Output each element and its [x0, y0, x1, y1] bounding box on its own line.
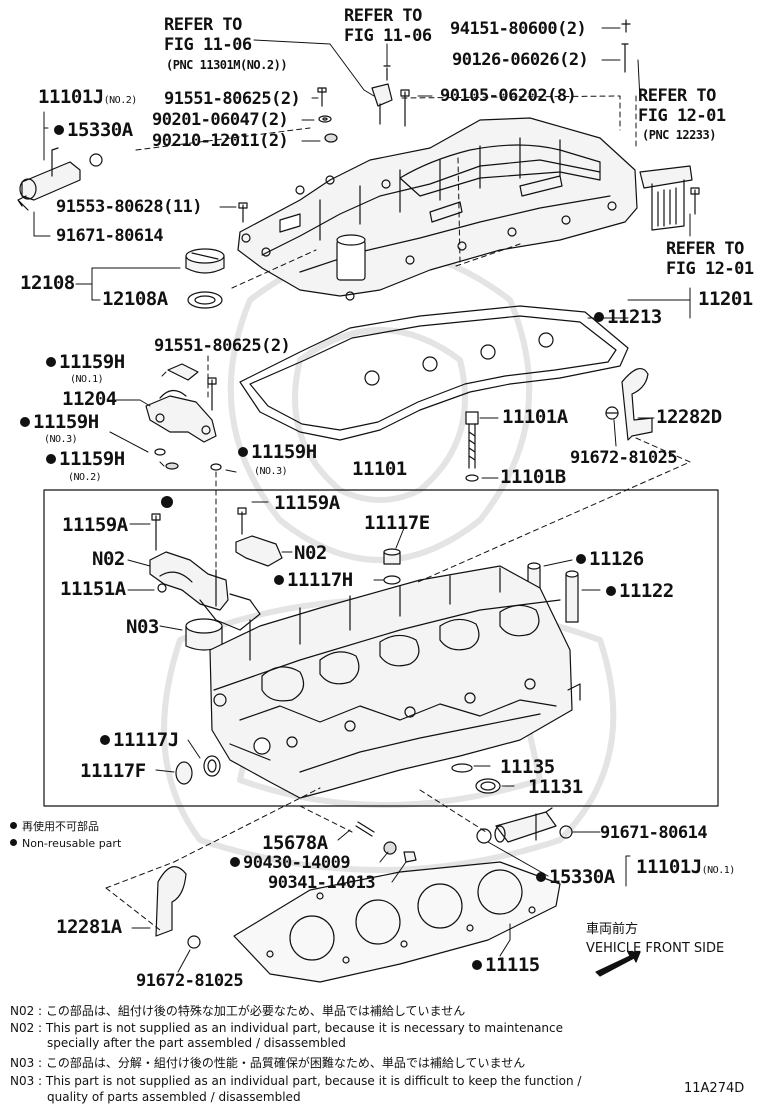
label-11151a: 11151A: [60, 578, 126, 600]
label-90126-06026: 90126-06026(2): [452, 50, 589, 70]
label-91671-80614-bottom: 91671-80614: [600, 823, 708, 843]
label-11126: 11126: [576, 550, 644, 569]
label-11135: 11135: [500, 756, 555, 778]
label-90201-06047: 90201-06047(2): [152, 110, 289, 130]
label-91551-80625-top: 91551-80625(2): [164, 89, 301, 109]
label-n03: N03: [126, 616, 159, 638]
legend-nonreusable-jp: 再使用不可部品: [10, 820, 99, 833]
ref-fig-11-06-line2-mid: FIG 11-06: [344, 26, 432, 46]
label-11159a-left: 11159A: [62, 514, 128, 536]
head-gasket: [233, 861, 561, 983]
label-12108a: 12108A: [102, 288, 168, 310]
cylinder-head-group-box: [43, 489, 719, 807]
vehicle-front-en: VEHICLE FRONT SIDE: [586, 941, 725, 956]
label-90105-06202: 90105-06202(8): [440, 86, 577, 106]
label-11131: 11131: [528, 776, 583, 798]
label-15678a: 15678A: [262, 832, 328, 854]
dashed-reference-lines: [105, 95, 691, 931]
note-n03-jp: N03 : この部品は、分解・組付け後の性能・品質確保が困難なため、単品では補給…: [10, 1056, 526, 1070]
label-11159h-no2-sub: (NO.2): [68, 472, 102, 483]
ref-fig-12-01-line2-a: FIG 12-01: [638, 106, 726, 126]
legend-nonreusable-en: Non-reusable part: [10, 837, 121, 850]
label-n02-left: N02: [92, 548, 125, 570]
label-11159h-no3b-sub: (NO.3): [254, 466, 288, 477]
label-11213: 11213: [594, 308, 662, 327]
ref-fig-12-01-line2-b: FIG 12-01: [666, 259, 754, 279]
label-94151-80600: 94151-80600(2): [450, 19, 587, 39]
note-n03-en-line2: quality of parts assembled / disassemble…: [47, 1090, 301, 1104]
ref-fig-11-06-line1-left: REFER TO: [164, 15, 242, 35]
label-91672-81025-top: 91672-81025: [570, 448, 678, 468]
ref-fig-11-06-line2-left: FIG 11-06: [164, 35, 252, 55]
note-n02-jp: N02 : この部品は、組付け後の特殊な加工が必要なため、単品では補給していませ…: [10, 1004, 466, 1018]
label-11122: 11122: [606, 582, 674, 601]
oil-filler-cap: [185, 248, 225, 309]
head-plug: [383, 548, 401, 641]
label-11159h-no3a: 11159H: [20, 413, 99, 432]
leader-lines: [33, 27, 691, 973]
label-91551-80625-mid: 91551-80625(2): [154, 336, 291, 356]
label-91553-80628: 91553-80628(11): [56, 197, 203, 217]
label-12281a: 12281A: [56, 916, 122, 938]
nonreusable-marker: [161, 494, 173, 512]
label-11159h-no3b: 11159H: [238, 443, 317, 462]
label-11101a: 11101A: [502, 406, 568, 428]
label-91671-80614-top: 91671-80614: [56, 226, 164, 246]
label-11101j-no1: 11101J(NO.1): [636, 856, 735, 878]
note-n03-en-line1: N03 : This part is not supplied as an in…: [10, 1074, 582, 1088]
label-90210-12011: 90210-12011(2): [152, 131, 289, 151]
camshaft-housing-cap: [145, 363, 222, 471]
vehicle-front-jp: 車両前方: [586, 922, 639, 937]
label-11101j-no2: 11101J(NO.2): [38, 86, 137, 108]
engine-hanger-front: [605, 367, 653, 441]
ref-pnc-11301m: (PNC 11301M(NO.2)): [166, 58, 288, 72]
bottom-fasteners: [355, 807, 573, 863]
note-n02-en-line1: N02 : This part is not supplied as an in…: [10, 1021, 564, 1035]
label-15330a-top: 15330A: [54, 121, 133, 140]
label-n02-right: N02: [294, 542, 327, 564]
label-90430-14009: 90430-14009: [230, 854, 351, 872]
label-12282d: 12282D: [656, 406, 722, 428]
label-11159a-right: 11159A: [274, 492, 340, 514]
head-bolt: [465, 411, 479, 482]
label-11204: 11204: [62, 388, 117, 410]
oil-control-valve-no2: [17, 147, 103, 211]
label-11117h: 11117H: [274, 571, 353, 590]
ref-pnc-12233: (PNC 12233): [642, 128, 716, 142]
label-90341-14013: 90341-14013: [268, 873, 376, 893]
label-11159h-no2: 11159H: [46, 450, 125, 469]
engine-hanger-rear: [155, 866, 201, 949]
label-11159h-no1: 11159H: [46, 353, 125, 372]
label-11117f: 11117F: [80, 760, 146, 782]
note-n02-en-line2: specially after the part assembled / dis…: [47, 1036, 346, 1050]
cylinder-head-cover: [237, 117, 638, 301]
diagram-id: 11A274D: [684, 1081, 745, 1096]
valve-lifter-n03: [185, 618, 223, 651]
label-15330a-bottom: 15330A: [536, 868, 615, 887]
top-fasteners: [238, 19, 700, 223]
ref-fig-12-01-line1-a: REFER TO: [638, 86, 716, 106]
label-11101: 11101: [352, 458, 407, 480]
cover-gasket: [239, 305, 629, 441]
cam-position-sensor: [639, 165, 693, 231]
label-12108: 12108: [20, 272, 75, 294]
bearing-cap-n02: [149, 507, 283, 631]
label-11159h-no1-sub: (NO.1): [70, 374, 104, 385]
label-11117j: 11117J: [100, 731, 179, 750]
label-91672-81025-bottom: 91672-81025: [136, 971, 244, 991]
tube-seals: [451, 763, 501, 794]
ref-fig-12-01-line1-b: REFER TO: [666, 239, 744, 259]
cylinder-head: [209, 565, 581, 799]
label-11201: 11201: [698, 288, 753, 310]
label-11159h-no3a-sub: (NO.3): [44, 434, 78, 445]
label-11101b: 11101B: [500, 466, 566, 488]
vehicle-front-arrow: [595, 951, 641, 977]
camshaft-plug: [175, 755, 221, 785]
label-11117e: 11117E: [364, 512, 430, 534]
ref-fig-11-06-line1-mid: REFER TO: [344, 6, 422, 26]
label-11115: 11115: [472, 956, 540, 975]
